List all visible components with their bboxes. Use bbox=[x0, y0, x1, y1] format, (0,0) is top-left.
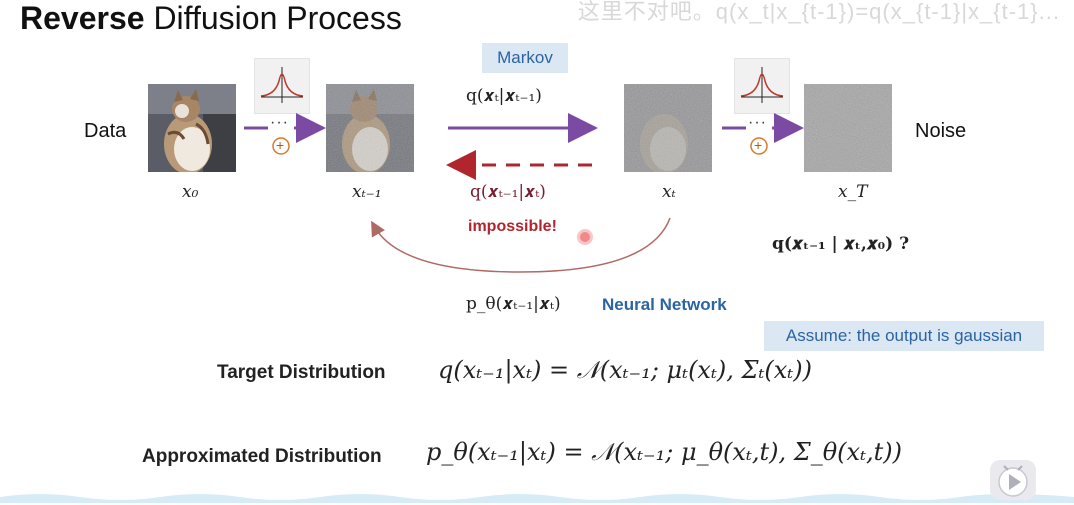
cat-image-xt-minus-1 bbox=[326, 84, 414, 172]
ellipsis-left: ··· bbox=[270, 114, 289, 131]
noise-image-xT bbox=[804, 84, 892, 172]
gaussian-curve-icon bbox=[254, 58, 310, 114]
backward-formula: q(𝒙ₜ₋₁|𝒙ₜ) bbox=[470, 182, 546, 202]
forward-formula: q(𝒙ₜ|𝒙ₜ₋₁) bbox=[466, 86, 542, 106]
assumption-badge: Assume: the output is gaussian bbox=[764, 321, 1044, 351]
target-distribution-label: Target Distribution bbox=[217, 362, 386, 383]
model-formula: p_θ(𝒙ₜ₋₁|𝒙ₜ) bbox=[466, 294, 561, 314]
cat-image-xt bbox=[624, 84, 712, 172]
target-distribution-formula: q(xₜ₋₁|xₜ) = 𝒩(xₜ₋₁; μₜ(xₜ), Σₜ(xₜ)) bbox=[438, 356, 812, 384]
data-label: Data bbox=[84, 120, 127, 142]
plus-sign-right: + bbox=[754, 137, 763, 153]
label-xt-minus-1: xₜ₋₁ bbox=[352, 182, 382, 202]
bottom-wave-strip bbox=[0, 494, 1074, 503]
gaussian-curve-icon bbox=[734, 58, 790, 114]
laser-pointer bbox=[580, 232, 590, 242]
play-icon bbox=[998, 465, 1028, 497]
slide-title: Reverse Diffusion Process bbox=[20, 0, 402, 37]
markov-badge: Markov bbox=[482, 43, 568, 73]
plus-circle-icon bbox=[750, 137, 768, 155]
approx-distribution-formula: p_θ(xₜ₋₁|xₜ) = 𝒩(xₜ₋₁; μ_θ(xₜ,t), Σ_θ(xₜ… bbox=[426, 438, 902, 466]
neural-network-label: Neural Network bbox=[602, 295, 727, 314]
cat-image-x0 bbox=[148, 84, 236, 172]
plus-circle-icon bbox=[272, 137, 290, 155]
model-curve-arrow bbox=[371, 217, 671, 273]
title-rest: Diffusion Process bbox=[144, 0, 402, 36]
noise-label: Noise bbox=[915, 120, 967, 142]
label-xT: x_T bbox=[838, 182, 868, 202]
label-x0: x₀ bbox=[182, 182, 199, 202]
danmaku-overlay: 这里不对吧。q(x_t|x_{t-1})=q(x_{t-1}|x_{t-1}..… bbox=[577, 0, 1060, 24]
approx-distribution-label: Approximated Distribution bbox=[142, 446, 382, 467]
video-play-button[interactable] bbox=[990, 460, 1036, 500]
ellipsis-right: ··· bbox=[748, 114, 767, 131]
impossible-label: impossible! bbox=[468, 218, 557, 235]
label-xt: xₜ bbox=[662, 182, 676, 202]
posterior-formula: q(𝒙ₜ₋₁ | 𝒙ₜ,𝒙₀) ? bbox=[772, 234, 910, 254]
title-bold: Reverse bbox=[20, 0, 145, 36]
plus-sign-left: + bbox=[276, 137, 285, 153]
